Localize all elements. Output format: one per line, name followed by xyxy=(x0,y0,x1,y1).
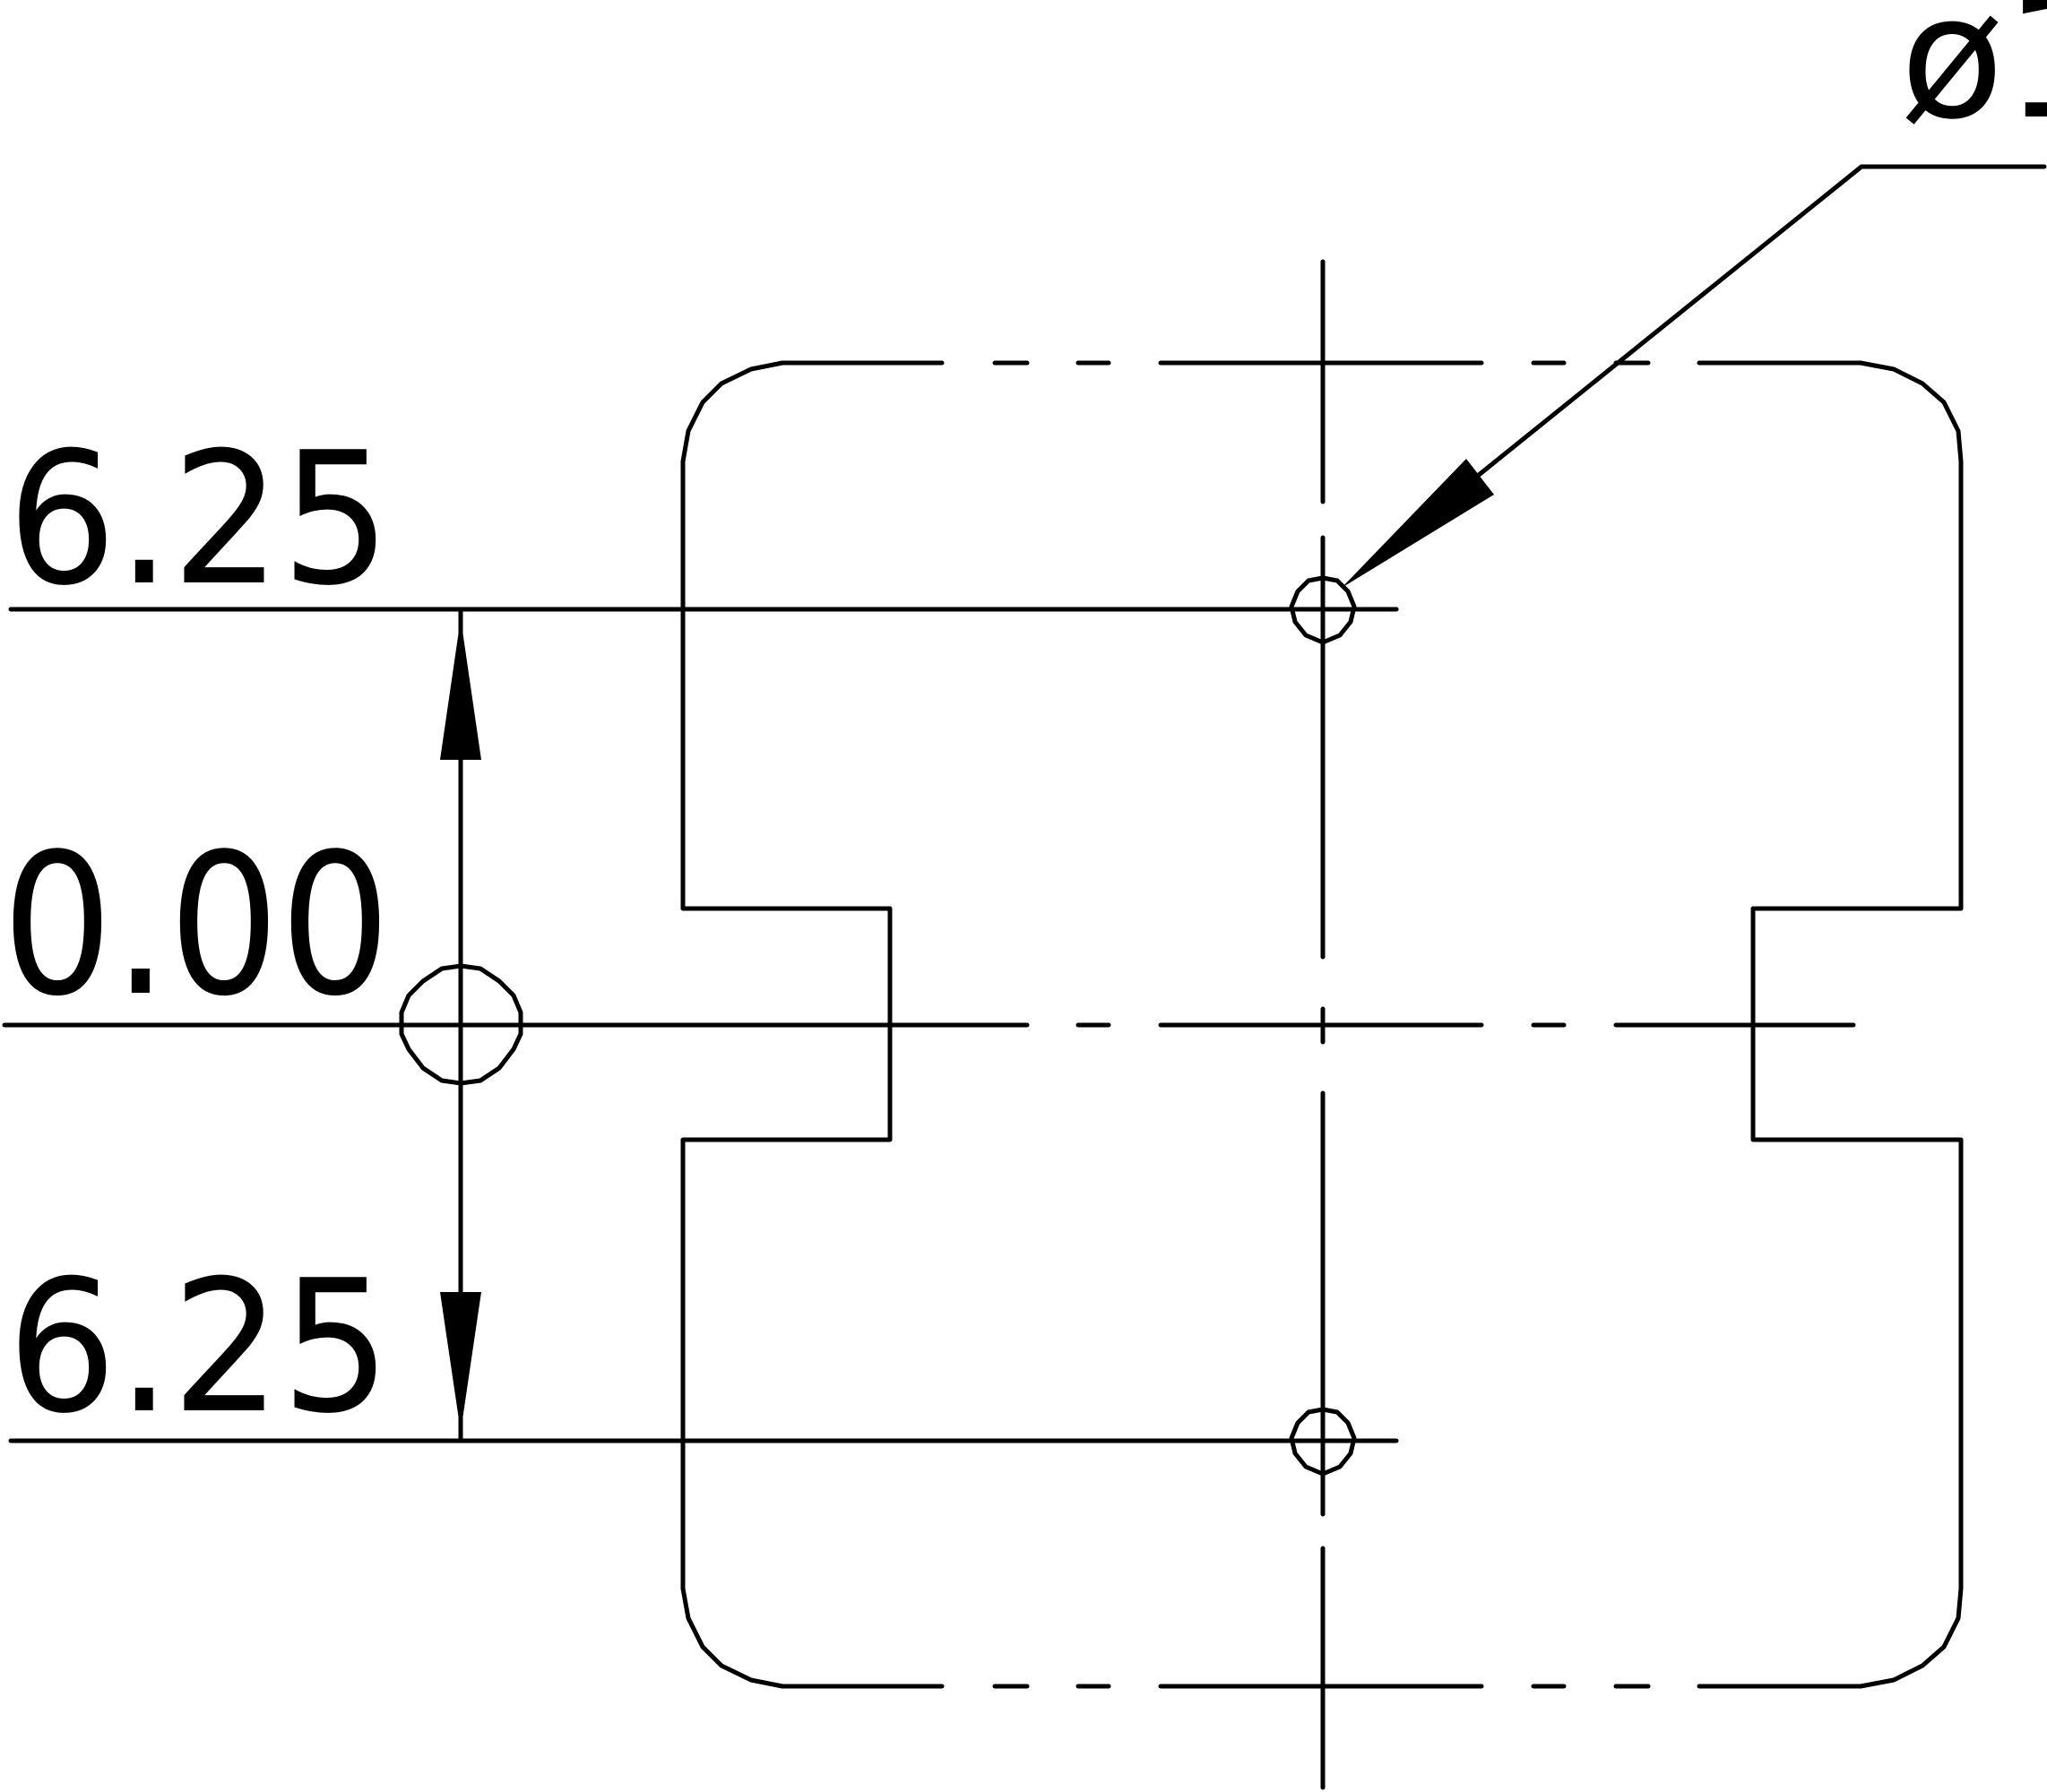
callout-leader xyxy=(1342,164,2047,588)
dimension-line-vertical xyxy=(440,607,481,1443)
origin-circle xyxy=(399,963,523,1086)
hole-top xyxy=(1248,575,1399,645)
dimension-label-top: 6.25 xyxy=(7,414,391,626)
leader-arrowhead xyxy=(1342,459,1494,588)
hole-diameter-callout: ø1 xyxy=(1900,0,2047,157)
arrowhead-down xyxy=(440,1292,481,1432)
dimension-label-bottom: 6.25 xyxy=(7,1242,391,1454)
hole-top-circle xyxy=(1289,575,1357,645)
arrowhead-up xyxy=(440,618,481,760)
hole-bottom xyxy=(1289,1407,1357,1477)
dimension-label-origin: 0.00 xyxy=(2,813,391,1039)
hole-bottom-circle xyxy=(1289,1407,1357,1477)
